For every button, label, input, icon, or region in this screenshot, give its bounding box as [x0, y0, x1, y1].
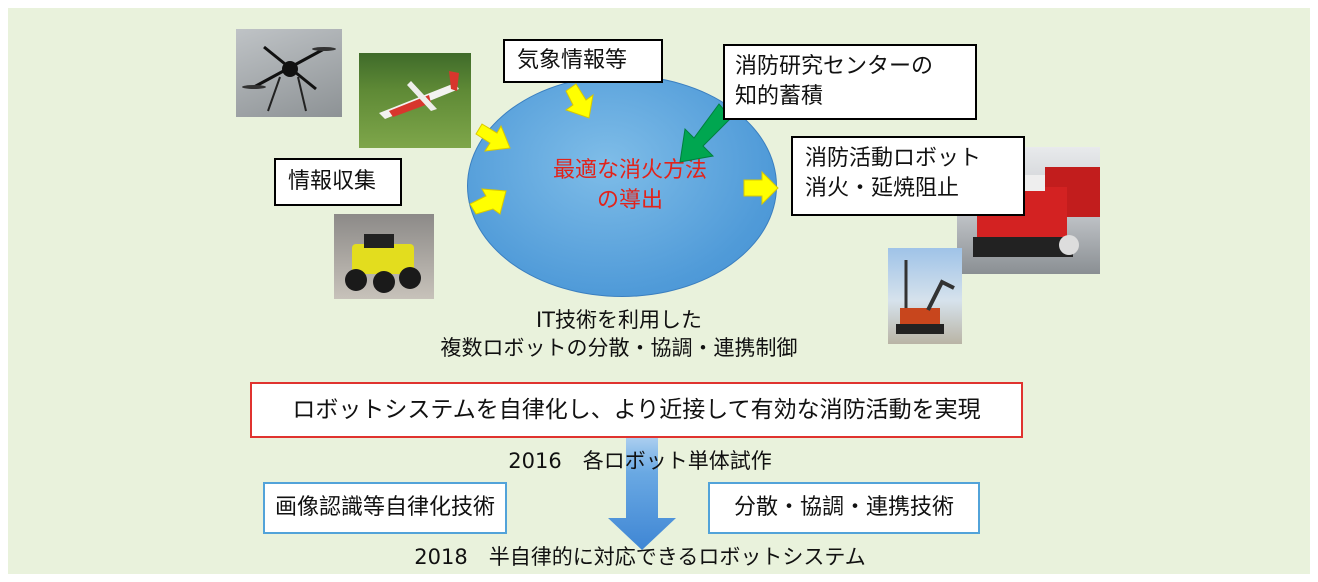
fire-robot-line2: 消火・延焼阻止: [805, 176, 960, 201]
uav-icon: [379, 71, 459, 119]
milestone-2016: 2016 各ロボット単体試作: [508, 449, 772, 473]
autonomy-goal-label: ロボットシステムを自律化し、より近接して有効な消防活動を実現: [292, 397, 981, 423]
excavator-icon: [896, 260, 955, 334]
weather-info-box: 気象情報等: [503, 39, 663, 83]
yellow-arrow-icon: [469, 188, 507, 215]
image-recognition-box: 画像認識等自律化技術: [263, 482, 507, 534]
green-arrow-icon: [679, 103, 732, 163]
fixed-wing-uav-photo: [359, 53, 471, 148]
image-recognition-label: 画像認識等自律化技術: [274, 495, 495, 520]
yellow-arrow-icon: [743, 170, 779, 206]
cooperation-tech-label: 分散・協調・連携技術: [733, 495, 954, 520]
excavator-robot-photo: [888, 248, 962, 344]
it-caption-line2: 複数ロボットの分散・協調・連携制御: [440, 336, 798, 360]
research-center-line1: 消防研究センターの: [735, 54, 934, 79]
ground-robot-photo: [334, 214, 434, 299]
milestone-2018: 2018 半自律的に対応できるロボットシステム: [414, 545, 866, 569]
drone-photo: [236, 29, 342, 117]
down-arrow-icon: [608, 430, 676, 550]
fire-robot-line1: 消防活動ロボット: [805, 146, 982, 171]
it-caption-line1: IT技術を利用した: [535, 308, 703, 332]
yellow-arrow-icon: [475, 123, 511, 152]
yellow-arrow-icon: [564, 83, 594, 119]
drone-icon: [242, 45, 336, 112]
it-caption: IT技術を利用した 複数ロボットの分散・協調・連携制御: [394, 306, 844, 362]
research-center-box: 消防研究センターの 知的蓄積: [723, 44, 977, 120]
fire-robot-box: 消防活動ロボット 消火・延焼阻止: [791, 136, 1025, 216]
cooperation-tech-box: 分散・協調・連携技術: [708, 482, 980, 534]
info-collection-label: 情報収集: [288, 169, 377, 194]
weather-info-label: 気象情報等: [517, 48, 628, 73]
optimal-method-label: 最適な消火方法 の導出: [552, 158, 707, 213]
ground-robot-icon: [345, 234, 421, 293]
autonomy-goal-box: ロボットシステムを自律化し、より近接して有効な消防活動を実現: [250, 382, 1023, 438]
info-collection-box: 情報収集: [274, 158, 402, 206]
research-center-line2: 知的蓄積: [735, 84, 824, 109]
